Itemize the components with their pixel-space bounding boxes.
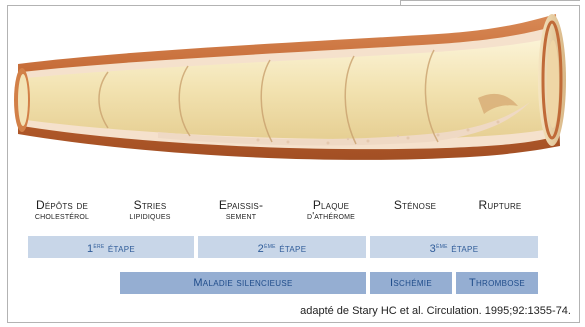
step-band-2: 2ème étape [198,236,366,258]
condition-ischemie: Ischémie [370,272,452,294]
citation-text: adapté de Stary HC et al. Circulation. 1… [300,305,571,317]
artery-illustration [8,6,579,178]
stage-label-cholesterol: Dépôts de cholestérol [22,200,102,222]
stage-label-rupture: Rupture [462,200,538,211]
step-band-3: 3ème étape [370,236,538,258]
step-band-1: 1ère étape [28,236,194,258]
stage-label-stries: Stries lipidiques [110,200,190,222]
stage-label-epaississement: Epaissis- sement [200,200,282,222]
frame-top-edge [400,0,580,1]
stage-label-stenose: Sténose [380,200,450,211]
condition-maladie-silencieuse: Maladie silencieuse [120,272,366,294]
stage-label-plaque: Plaque d'athérome [290,200,372,222]
condition-thrombose: Thrombose [456,272,538,294]
